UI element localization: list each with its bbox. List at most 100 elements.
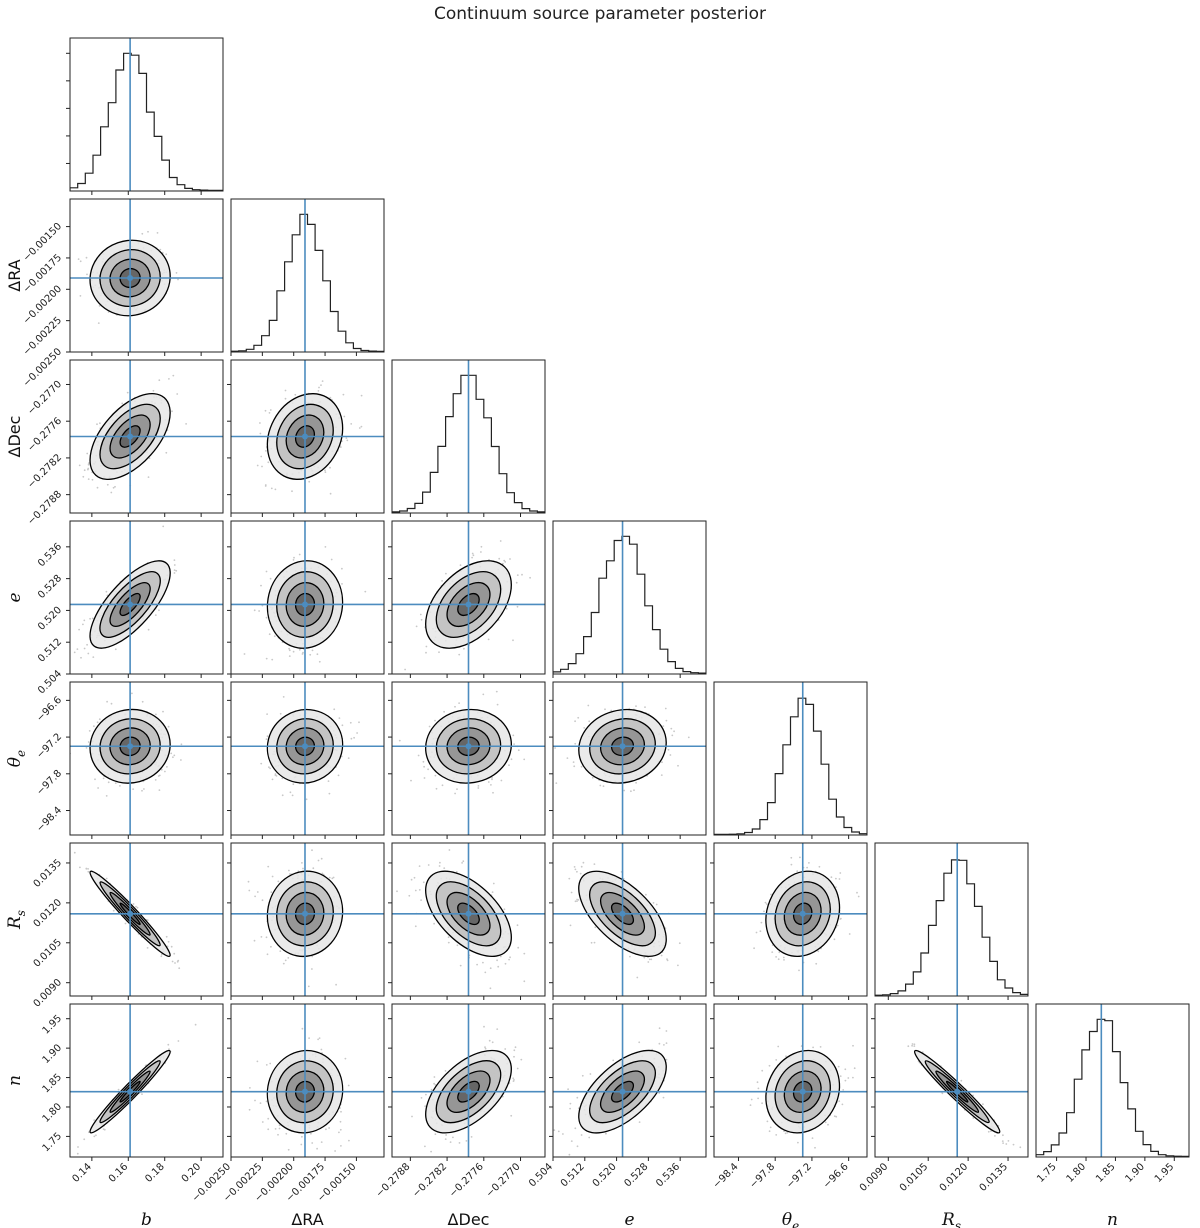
panel-frame: [391, 842, 546, 997]
x-tick-label: 1.80: [1065, 1161, 1089, 1185]
scatter-panel-e-vs-ra: [227, 520, 385, 678]
y-tick-label: 0.0105: [32, 937, 65, 970]
y-tick-label: 0.512: [36, 637, 64, 665]
scatter-panel-e-vs-ra: [227, 681, 385, 839]
panel-frame: [552, 681, 707, 836]
panel-frame: [391, 1003, 546, 1158]
y-tick-label: −0.2782: [26, 452, 64, 490]
scatter-panel-r-s-vs-e: [549, 842, 707, 1000]
y-tick-label: 0.520: [36, 605, 64, 633]
x-tick-label: 1.85: [1094, 1161, 1118, 1185]
truth-point: [301, 433, 308, 440]
histogram-e: [553, 535, 706, 674]
x-tick-label: 0.512: [559, 1161, 587, 1189]
hist-panel-e: [552, 520, 707, 678]
truth-point: [954, 1088, 961, 1095]
panel-frame: [1035, 1003, 1190, 1158]
panel-frame: [69, 198, 224, 353]
panel-frame: [230, 198, 385, 353]
histogram-r-s: [875, 859, 1028, 996]
x-tick-label: 0.504: [527, 1161, 555, 1189]
y-tick-label: −0.2788: [26, 489, 64, 527]
truth-point: [127, 601, 134, 608]
panel-frame: [230, 359, 385, 514]
histogram-n: [1036, 1018, 1189, 1157]
figure-title: Continuum source parameter posterior: [433, 4, 766, 24]
y-tick-label: 1.85: [41, 1072, 65, 1096]
scatter-panel-n-vs-dec: −0.2788−0.2782−0.2776−0.2770: [374, 1003, 546, 1200]
hist-panel-ra: [230, 198, 385, 356]
scatter-panel-r-s-vs-e: [710, 842, 868, 1000]
x-axis-label-e: e: [624, 1210, 634, 1228]
x-tick-label: −0.2776: [447, 1161, 485, 1199]
panel-frame: [552, 520, 707, 675]
y-tick-label: −0.2776: [26, 416, 64, 454]
y-tick-label: −97.2: [35, 731, 64, 760]
histogram-b: [70, 52, 223, 191]
scatter-panel-dec-vs-ra: [227, 359, 385, 517]
truth-point: [301, 601, 308, 608]
truth-point: [301, 910, 308, 917]
panel-frame: [391, 359, 546, 514]
truth-point: [799, 1088, 806, 1095]
panel-frame: [69, 681, 224, 836]
x-tick-label: 0.536: [654, 1161, 682, 1189]
x-tick-label: 0.0135: [978, 1161, 1011, 1194]
x-tick-label: 0.0105: [898, 1161, 931, 1194]
x-tick-label: 0.0120: [938, 1161, 971, 1194]
scatter-panel-e-vs-dec: [388, 520, 546, 678]
y-tick-label: 1.75: [41, 1131, 65, 1155]
truth-point: [465, 1088, 472, 1095]
scatter-panel-e-vs-e: [549, 681, 707, 839]
histogram-ra: [231, 213, 384, 352]
panel-frame: [230, 520, 385, 675]
y-axis-label-e: θe: [5, 750, 28, 767]
truth-point: [799, 910, 806, 917]
panel-frame: [713, 1003, 868, 1158]
scatter-panel-ra-vs-b: −0.00250−0.00225−0.00200−0.00175−0.00150: [21, 198, 224, 389]
x-tick-label: −97.8: [748, 1161, 777, 1190]
x-tick-label: 0.14: [70, 1161, 94, 1185]
truth-point: [619, 743, 626, 750]
scatter-panel-n-vs-ra: −0.00250−0.00225−0.00200−0.00175−0.00150: [190, 1003, 385, 1204]
panel-frame: [552, 842, 707, 997]
hist-panel-r-s: [874, 842, 1029, 1000]
truth-point: [619, 1088, 626, 1095]
x-axis-label-e: θe: [782, 1210, 799, 1228]
y-tick-label: 0.0090: [32, 977, 65, 1010]
y-axis-label-dec: ΔDec: [5, 416, 24, 458]
y-axis-label-r-s: Rs: [5, 910, 28, 930]
panel-frame: [230, 681, 385, 836]
y-axis-label-e: e: [5, 592, 25, 602]
x-tick-label: −0.2782: [411, 1161, 449, 1199]
truth-point: [127, 433, 134, 440]
x-axis-label-b: b: [141, 1210, 152, 1228]
x-tick-label: 0.520: [591, 1161, 619, 1189]
hist-panel-e: [713, 681, 868, 839]
y-tick-label: 1.95: [41, 1013, 65, 1037]
scatter-panel-n-vs-e: −98.4−97.8−97.2−96.6: [710, 1003, 868, 1191]
panel-frame: [874, 1003, 1029, 1158]
panel-frame: [391, 681, 546, 836]
x-axis-label-r-s: Rs: [941, 1210, 961, 1228]
x-tick-label: −96.6: [821, 1161, 850, 1190]
panel-frame: [552, 1003, 707, 1158]
y-tick-label: −97.8: [35, 768, 64, 797]
panel-frame: [69, 1003, 224, 1158]
scatter-panel-e-vs-b: −98.4−97.8−97.2−96.6: [35, 681, 224, 839]
x-tick-label: 0.0090: [858, 1161, 891, 1194]
y-tick-label: 0.0120: [32, 897, 65, 930]
truth-point: [465, 743, 472, 750]
scatter-panel-r-s-vs-dec: [388, 842, 546, 1000]
truth-point: [301, 1088, 308, 1095]
y-tick-label: 0.0135: [32, 857, 65, 890]
x-tick-label: −97.2: [785, 1161, 814, 1190]
y-tick-label: 0.536: [36, 541, 64, 569]
panel-frame: [713, 842, 868, 997]
y-axis-label-ra: ΔRA: [5, 259, 24, 291]
x-tick-label: 1.90: [1123, 1161, 1147, 1185]
x-axis-label-ra: ΔRA: [291, 1210, 323, 1228]
